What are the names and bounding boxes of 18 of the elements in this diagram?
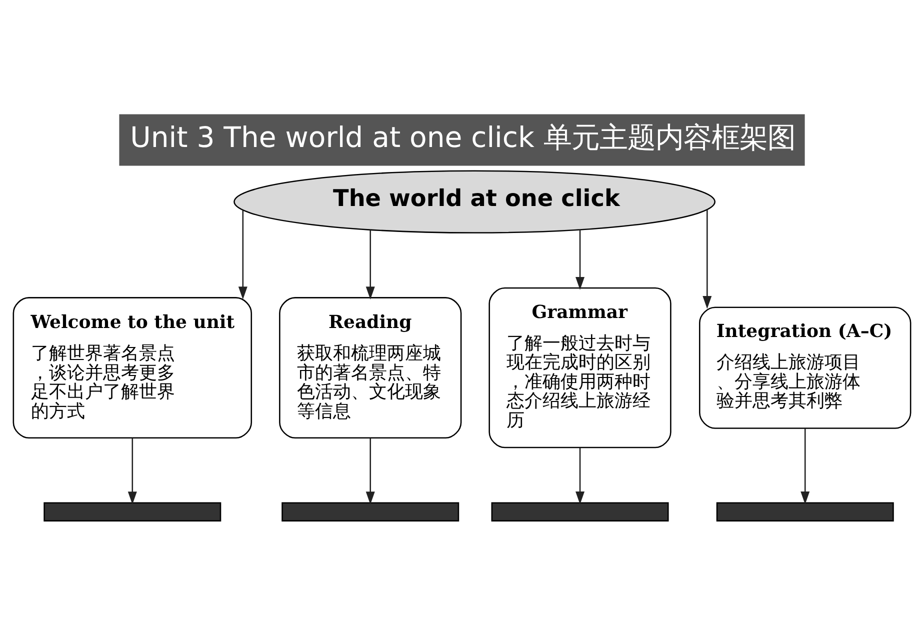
arrow [366,438,375,505]
node-box: Integration (A–C) 介绍线上旅游项目、分享线上旅游体验并思考其利弊 [699,306,912,429]
node-box [282,502,460,522]
node-box [491,502,669,522]
node-box [44,502,222,522]
arrow [128,438,137,505]
arrow [576,230,585,290]
node-ellipse: The world at one click [234,170,716,234]
arrow [800,428,810,504]
node-box: Reading 获取和梳理两座城市的著名景点、特色活动、文化现象等信息 [279,297,462,439]
arrow [366,230,375,300]
node-box [716,502,894,522]
diagram-title: Unit 3 The world at one click 单元主题内容框架图 [130,121,796,154]
node-box: Grammar 了解一般过去时与现在完成时的区别，准确使用两种时态介绍线上旅游经历 [488,287,672,448]
arrow [238,210,248,300]
node-box: Welcome to the unit 了解世界著名景点，谈论并思考更多足不出户了解世界的方式 [12,297,252,439]
arrow [576,448,585,504]
arrow [702,210,712,309]
